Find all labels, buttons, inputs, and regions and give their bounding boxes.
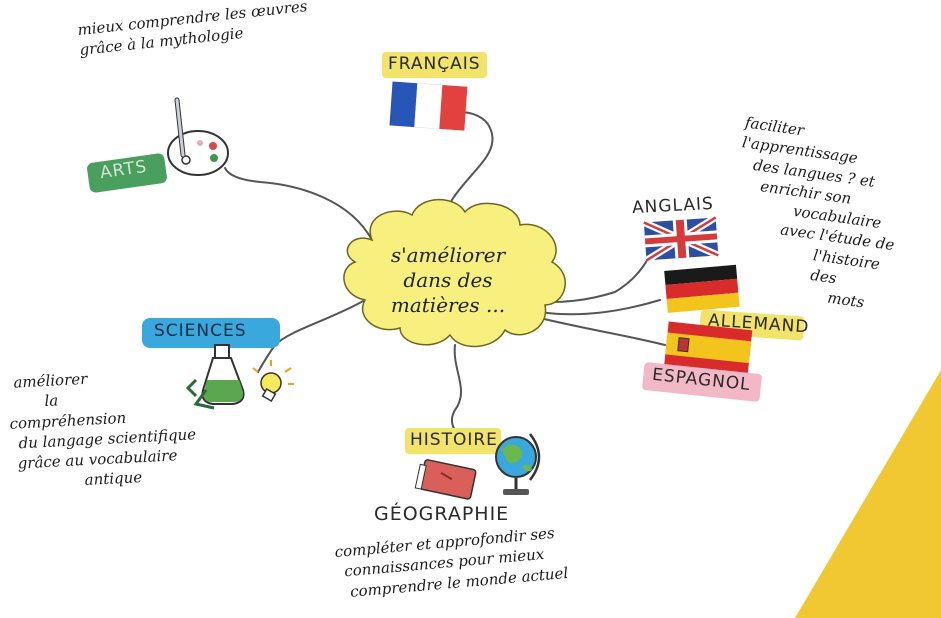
sciences-note: améliorer la compréhension du langage sc…	[7, 363, 199, 494]
histoire-label: HISTOIRE	[410, 430, 498, 450]
spain-flag-icon	[664, 321, 753, 375]
branch-espagnol	[539, 317, 666, 346]
langues-note: faciliter l'apprentissage des langues ? …	[721, 112, 925, 318]
corner-accent-shape	[795, 370, 941, 618]
central-topic: s'améliorer dans des matières ...	[378, 243, 518, 318]
germany-flag-icon	[664, 264, 740, 313]
book-icon	[414, 459, 477, 500]
sciences-highlight	[142, 318, 280, 348]
francais-label: FRANÇAIS	[388, 54, 481, 74]
branch-allemand	[539, 299, 661, 316]
globe-icon	[495, 433, 541, 495]
branch-arts	[224, 167, 373, 241]
central-topic-line3: matières ...	[390, 293, 506, 317]
paint-palette-icon	[167, 97, 229, 176]
histoire-highlight	[405, 428, 501, 454]
branch-histoire	[451, 344, 462, 431]
uk-flag-icon	[642, 214, 720, 264]
branch-francais	[439, 111, 494, 229]
light-bulb-icon	[252, 360, 294, 402]
central-topic-line2: dans des	[403, 268, 493, 292]
flask-icon	[185, 344, 245, 410]
branch-lines	[224, 111, 666, 431]
central-cloud-shape	[343, 198, 566, 348]
france-flag-icon	[389, 81, 468, 131]
geographie-label: GÉOGRAPHIE	[374, 503, 510, 525]
sciences-label: SCIENCES	[154, 321, 247, 341]
francais-highlight	[382, 52, 487, 78]
arts-highlight	[87, 153, 167, 193]
central-topic-line1: s'améliorer	[390, 243, 506, 267]
espagnol-highlight	[642, 362, 762, 402]
